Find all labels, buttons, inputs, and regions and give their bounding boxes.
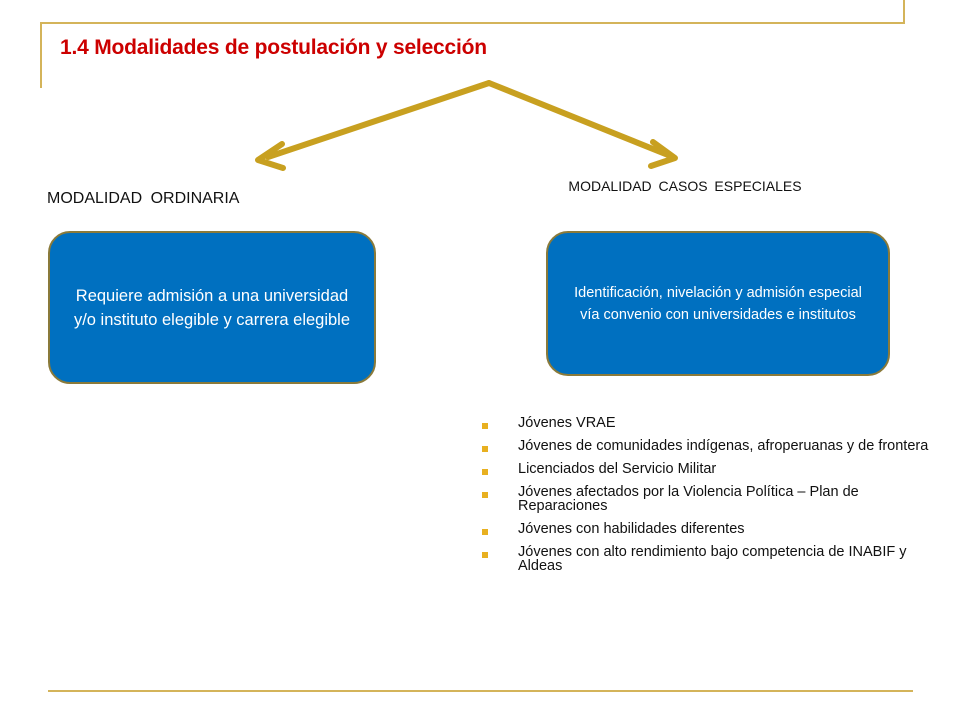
bottom-border-line [48, 690, 913, 692]
list-item-text: Jóvenes con habilidades diferentes [518, 521, 745, 537]
list-item-text: Jóvenes de comunidades indígenas, afrope… [518, 438, 929, 454]
modalidad-ordinaria-label: MODALIDAD ORDINARIA [47, 190, 240, 207]
left-border-line [40, 22, 42, 88]
top-border-line [40, 22, 905, 24]
list-item: Jóvenes con alto rendimiento bajo compet… [480, 545, 942, 573]
list-item: Jóvenes afectados por la Violencia Polít… [480, 485, 942, 513]
list-item-text: Licenciados del Servicio Militar [518, 461, 717, 477]
casos-especiales-text: Identificación, nivelación y admisión es… [574, 284, 862, 323]
list-item: Jóvenes con habilidades diferentes [480, 522, 942, 536]
square-bullet-icon [482, 492, 488, 498]
page-title: 1.4 Modalidades de postulación y selecci… [60, 36, 487, 59]
ordinaria-requirement-text: Requiere admisión a una universidad y/o … [73, 286, 351, 329]
list-item: Jóvenes de comunidades indígenas, afrope… [480, 439, 942, 453]
special-cases-list: Jóvenes VRAE Jóvenes de comunidades indí… [480, 416, 942, 582]
ordinaria-requirement-box: Requiere admisión a una universidad y/o … [48, 231, 376, 384]
square-bullet-icon [482, 423, 488, 429]
left-arrow [255, 80, 492, 171]
square-bullet-icon [482, 469, 488, 475]
right-arrow [486, 80, 678, 169]
list-item: Licenciados del Servicio Militar [480, 462, 942, 476]
casos-especiales-box: Identificación, nivelación y admisión es… [546, 231, 890, 376]
square-bullet-icon [482, 446, 488, 452]
square-bullet-icon [482, 552, 488, 558]
modalidad-casos-especiales-label: MODALIDAD CASOS ESPECIALES [568, 178, 802, 194]
list-item-text: Jóvenes con alto rendimiento bajo compet… [518, 544, 907, 574]
list-item: Jóvenes VRAE [480, 416, 942, 430]
top-right-border-line [903, 0, 905, 22]
list-item-text: Jóvenes afectados por la Violencia Polít… [518, 484, 859, 514]
list-item-text: Jóvenes VRAE [518, 415, 616, 431]
square-bullet-icon [482, 529, 488, 535]
